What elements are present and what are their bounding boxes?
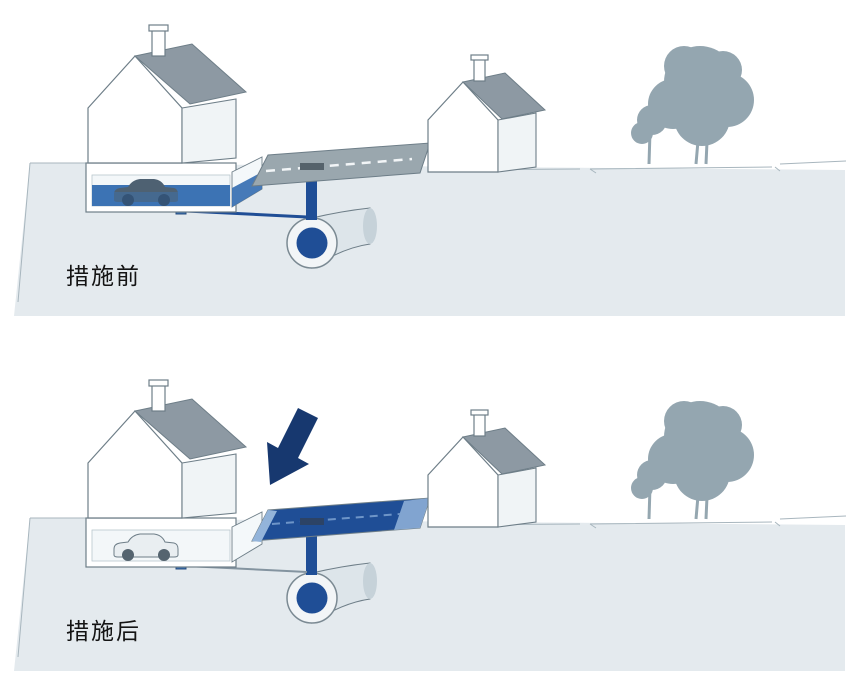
trees bbox=[631, 401, 754, 520]
panel-label-before: 措施前 bbox=[66, 264, 141, 289]
panel-label-after: 措施后 bbox=[66, 619, 141, 644]
panel-before: 措施前 bbox=[0, 0, 860, 329]
manhole-shaft bbox=[306, 533, 317, 575]
house-right bbox=[427, 409, 547, 528]
street-centerline bbox=[265, 157, 413, 173]
driveway bbox=[231, 511, 263, 563]
street bbox=[251, 142, 431, 187]
house-left bbox=[87, 379, 248, 519]
roof-left bbox=[133, 398, 248, 460]
waterline-overlay bbox=[92, 192, 230, 206]
street-curb-right bbox=[394, 498, 430, 530]
car bbox=[114, 179, 178, 206]
flood-direction-arrow-icon bbox=[267, 408, 318, 485]
chimney-left bbox=[151, 29, 166, 57]
storm-drain-grate bbox=[300, 163, 324, 170]
sewer-pipe bbox=[286, 562, 377, 624]
pipe-water bbox=[296, 582, 328, 614]
roof-right bbox=[461, 427, 547, 475]
roof-right bbox=[461, 72, 547, 120]
street-curb-left bbox=[252, 510, 277, 542]
trees bbox=[631, 46, 754, 165]
panel-after: 措施后 bbox=[0, 355, 860, 684]
house-right bbox=[427, 54, 547, 173]
house-left bbox=[87, 24, 248, 164]
chimney-right bbox=[473, 413, 486, 437]
garage bbox=[85, 517, 237, 568]
before-illustration: 措施前 bbox=[14, 24, 847, 316]
garage bbox=[85, 162, 237, 213]
street bbox=[251, 497, 431, 542]
street-centerline bbox=[271, 513, 401, 525]
storm-drain-grate bbox=[300, 518, 324, 525]
roof-left bbox=[133, 43, 248, 105]
pipe-water bbox=[296, 227, 328, 259]
sewer-pipe bbox=[286, 207, 377, 269]
after-illustration: 措施后 bbox=[14, 379, 847, 671]
chimney-left bbox=[151, 384, 166, 412]
chimney-right bbox=[473, 58, 486, 82]
car bbox=[113, 533, 179, 561]
manhole-shaft bbox=[306, 178, 317, 220]
